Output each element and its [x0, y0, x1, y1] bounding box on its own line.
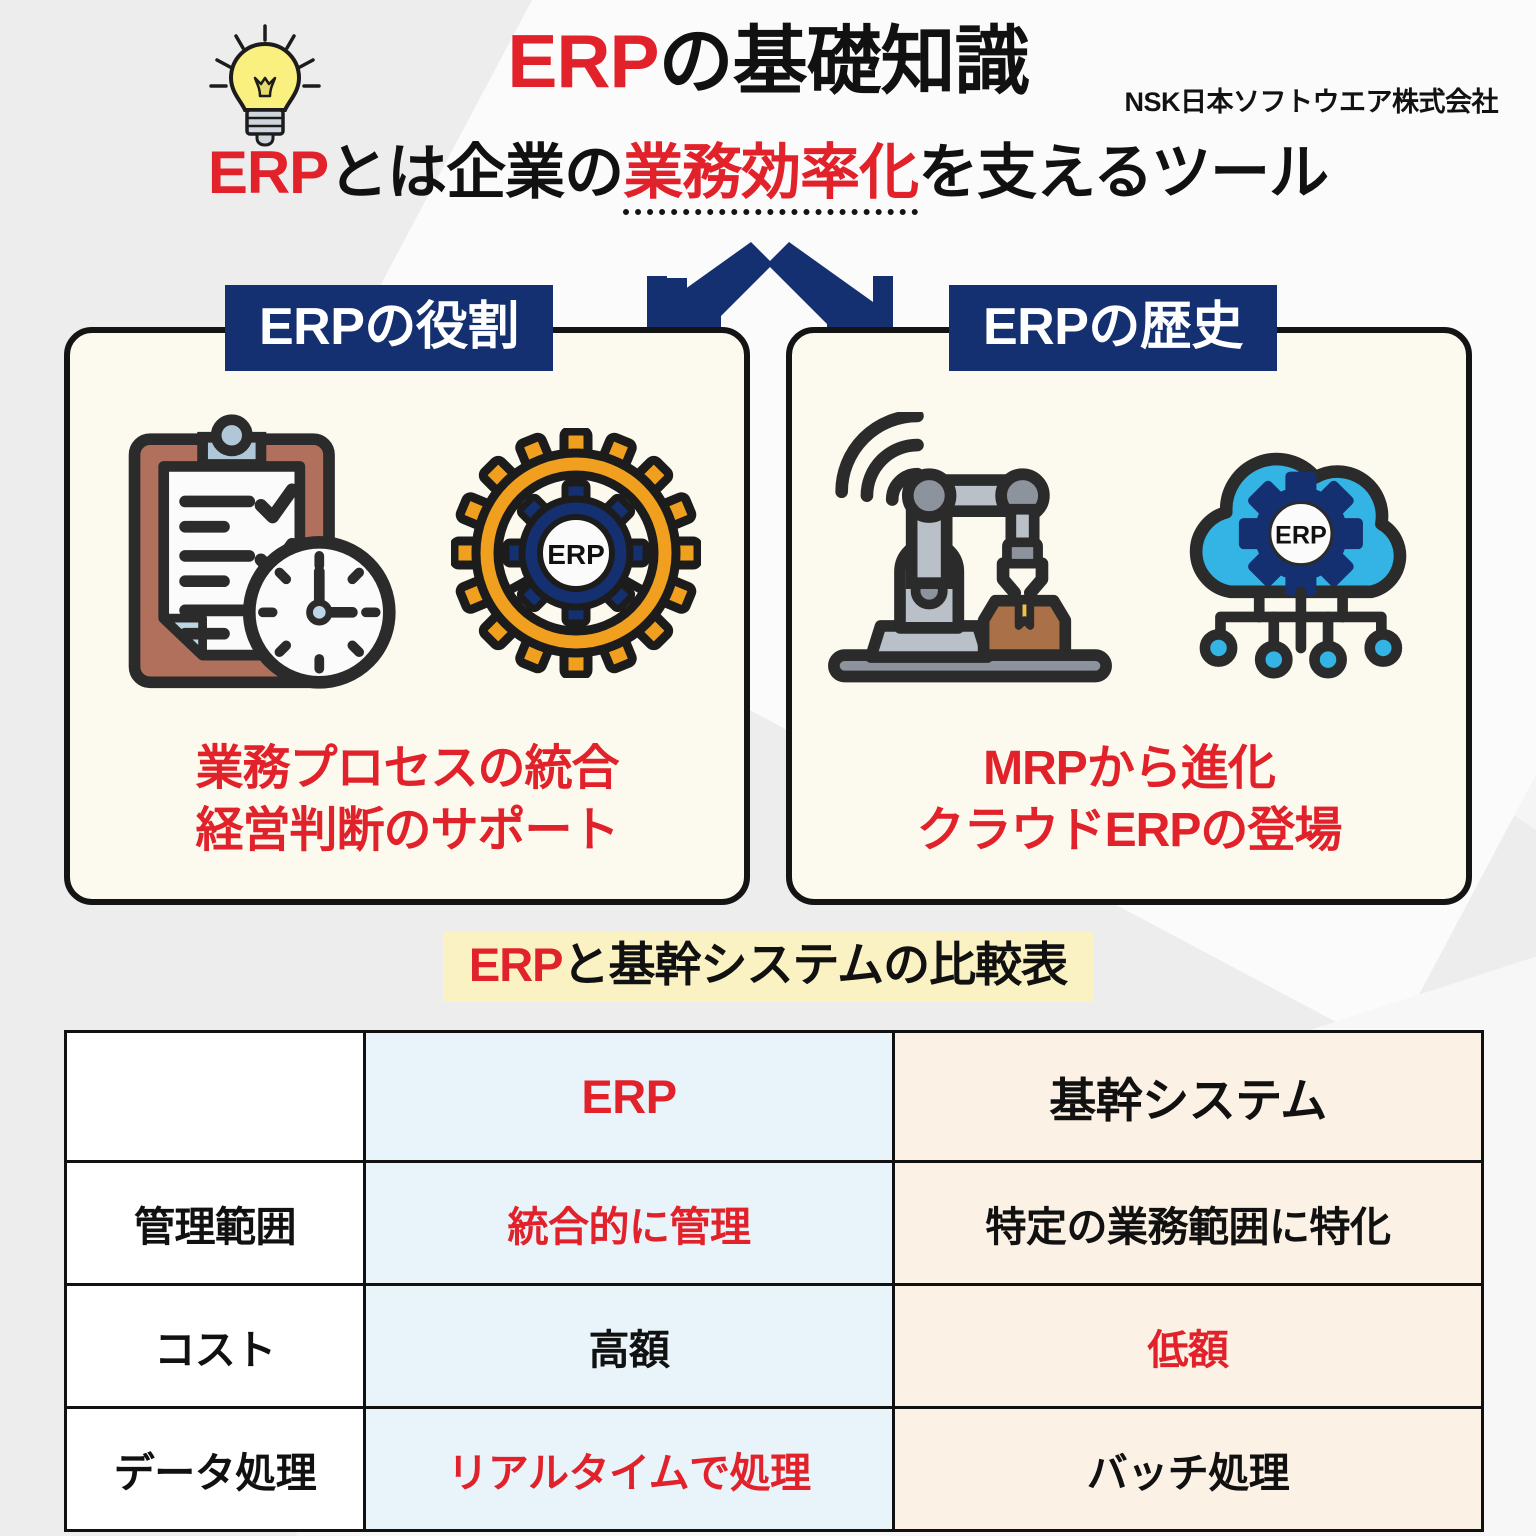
card-erp-history: ERPの歴史 [786, 285, 1472, 905]
row-label-scope: 管理範囲 [64, 1160, 366, 1286]
table-row: コスト 高額 低額 [64, 1283, 1484, 1409]
cell-dataproc-legacy: バッチ処理 [892, 1406, 1484, 1532]
card-erp-role: ERPの役割 [64, 285, 750, 905]
header-section: ERPの基礎知識 NSK日本ソフトウエア株式会社 ERPとは企業の業務効率化を支… [0, 0, 1536, 235]
comparison-table: ERP 基幹システム 管理範囲 統合的に管理 特定の業務範囲に特化 コスト 高額… [64, 1030, 1484, 1532]
clipboard-checklist-clock-icon [113, 412, 405, 699]
card-erp-role-text: 業務プロセスの統合 経営判断のサポート [70, 738, 744, 861]
cell-cost-erp: 高額 [363, 1283, 895, 1409]
gear-erp-label: ERP [547, 539, 605, 570]
table-header-legacy: 基幹システム [892, 1030, 1484, 1163]
table-header-row: ERP 基幹システム [64, 1030, 1484, 1163]
arrow-down-left-icon-solid [647, 242, 773, 344]
cloud-erp-icon: ERP [1162, 427, 1434, 684]
gear-erp-icon: ERP [449, 426, 703, 683]
row-label-cost: コスト [64, 1283, 366, 1409]
cloud-erp-label: ERP [1275, 521, 1327, 549]
table-header-erp: ERP [363, 1030, 895, 1163]
card-erp-history-line2: クラウドERPの登場 [916, 803, 1343, 857]
subtitle-highlight: 業務効率化 [623, 139, 919, 215]
robot-arm-icon [824, 409, 1116, 699]
page-subtitle: ERPとは企業の業務効率化を支えるツール [0, 139, 1536, 215]
company-name: NSK日本ソフトウエア株式会社 [1124, 87, 1498, 117]
cell-scope-erp: 統合的に管理 [363, 1160, 895, 1286]
lightbulb-icon [205, 22, 325, 147]
card-erp-history-line1: MRPから進化 [983, 742, 1276, 796]
table-row: データ処理 リアルタイムで処理 バッチ処理 [64, 1406, 1484, 1532]
cell-dataproc-erp: リアルタイムで処理 [363, 1406, 895, 1532]
row-label-dataproc: データ処理 [64, 1406, 366, 1532]
page-title-erp: ERP [507, 19, 659, 103]
page-title-rest: の基礎知識 [658, 19, 1030, 103]
card-erp-history-tab: ERPの歴史 [949, 285, 1277, 371]
subtitle-text-2: を支えるツール [918, 139, 1329, 206]
subtitle-erp: ERP [207, 139, 329, 206]
cell-scope-legacy: 特定の業務範囲に特化 [892, 1160, 1484, 1286]
card-erp-history-icons: ERP [792, 405, 1466, 705]
table-row: 管理範囲 統合的に管理 特定の業務範囲に特化 [64, 1160, 1484, 1286]
card-erp-history-text: MRPから進化 クラウドERPの登場 [792, 738, 1466, 861]
card-erp-role-tab: ERPの役割 [225, 285, 553, 371]
card-erp-role-line2: 経営判断のサポート [195, 803, 619, 857]
card-erp-role-line1: 業務プロセスの統合 [195, 742, 619, 796]
table-title-wrapper: ERPと基幹システムの比較表 [0, 932, 1536, 1003]
arrow-down-right-icon-solid [767, 242, 893, 344]
subtitle-text-1: とは企業の [328, 139, 624, 206]
table-header-blank [64, 1030, 366, 1163]
page-title: ERPの基礎知識 [0, 24, 1536, 99]
arrow-pair [625, 240, 915, 350]
card-erp-role-icons: ERP [70, 405, 744, 705]
cell-cost-legacy: 低額 [892, 1283, 1484, 1409]
table-title-rest: と基幹システムの比較表 [562, 938, 1069, 991]
table-title: ERPと基幹システムの比較表 [442, 932, 1094, 1003]
table-title-erp: ERP [468, 938, 564, 991]
